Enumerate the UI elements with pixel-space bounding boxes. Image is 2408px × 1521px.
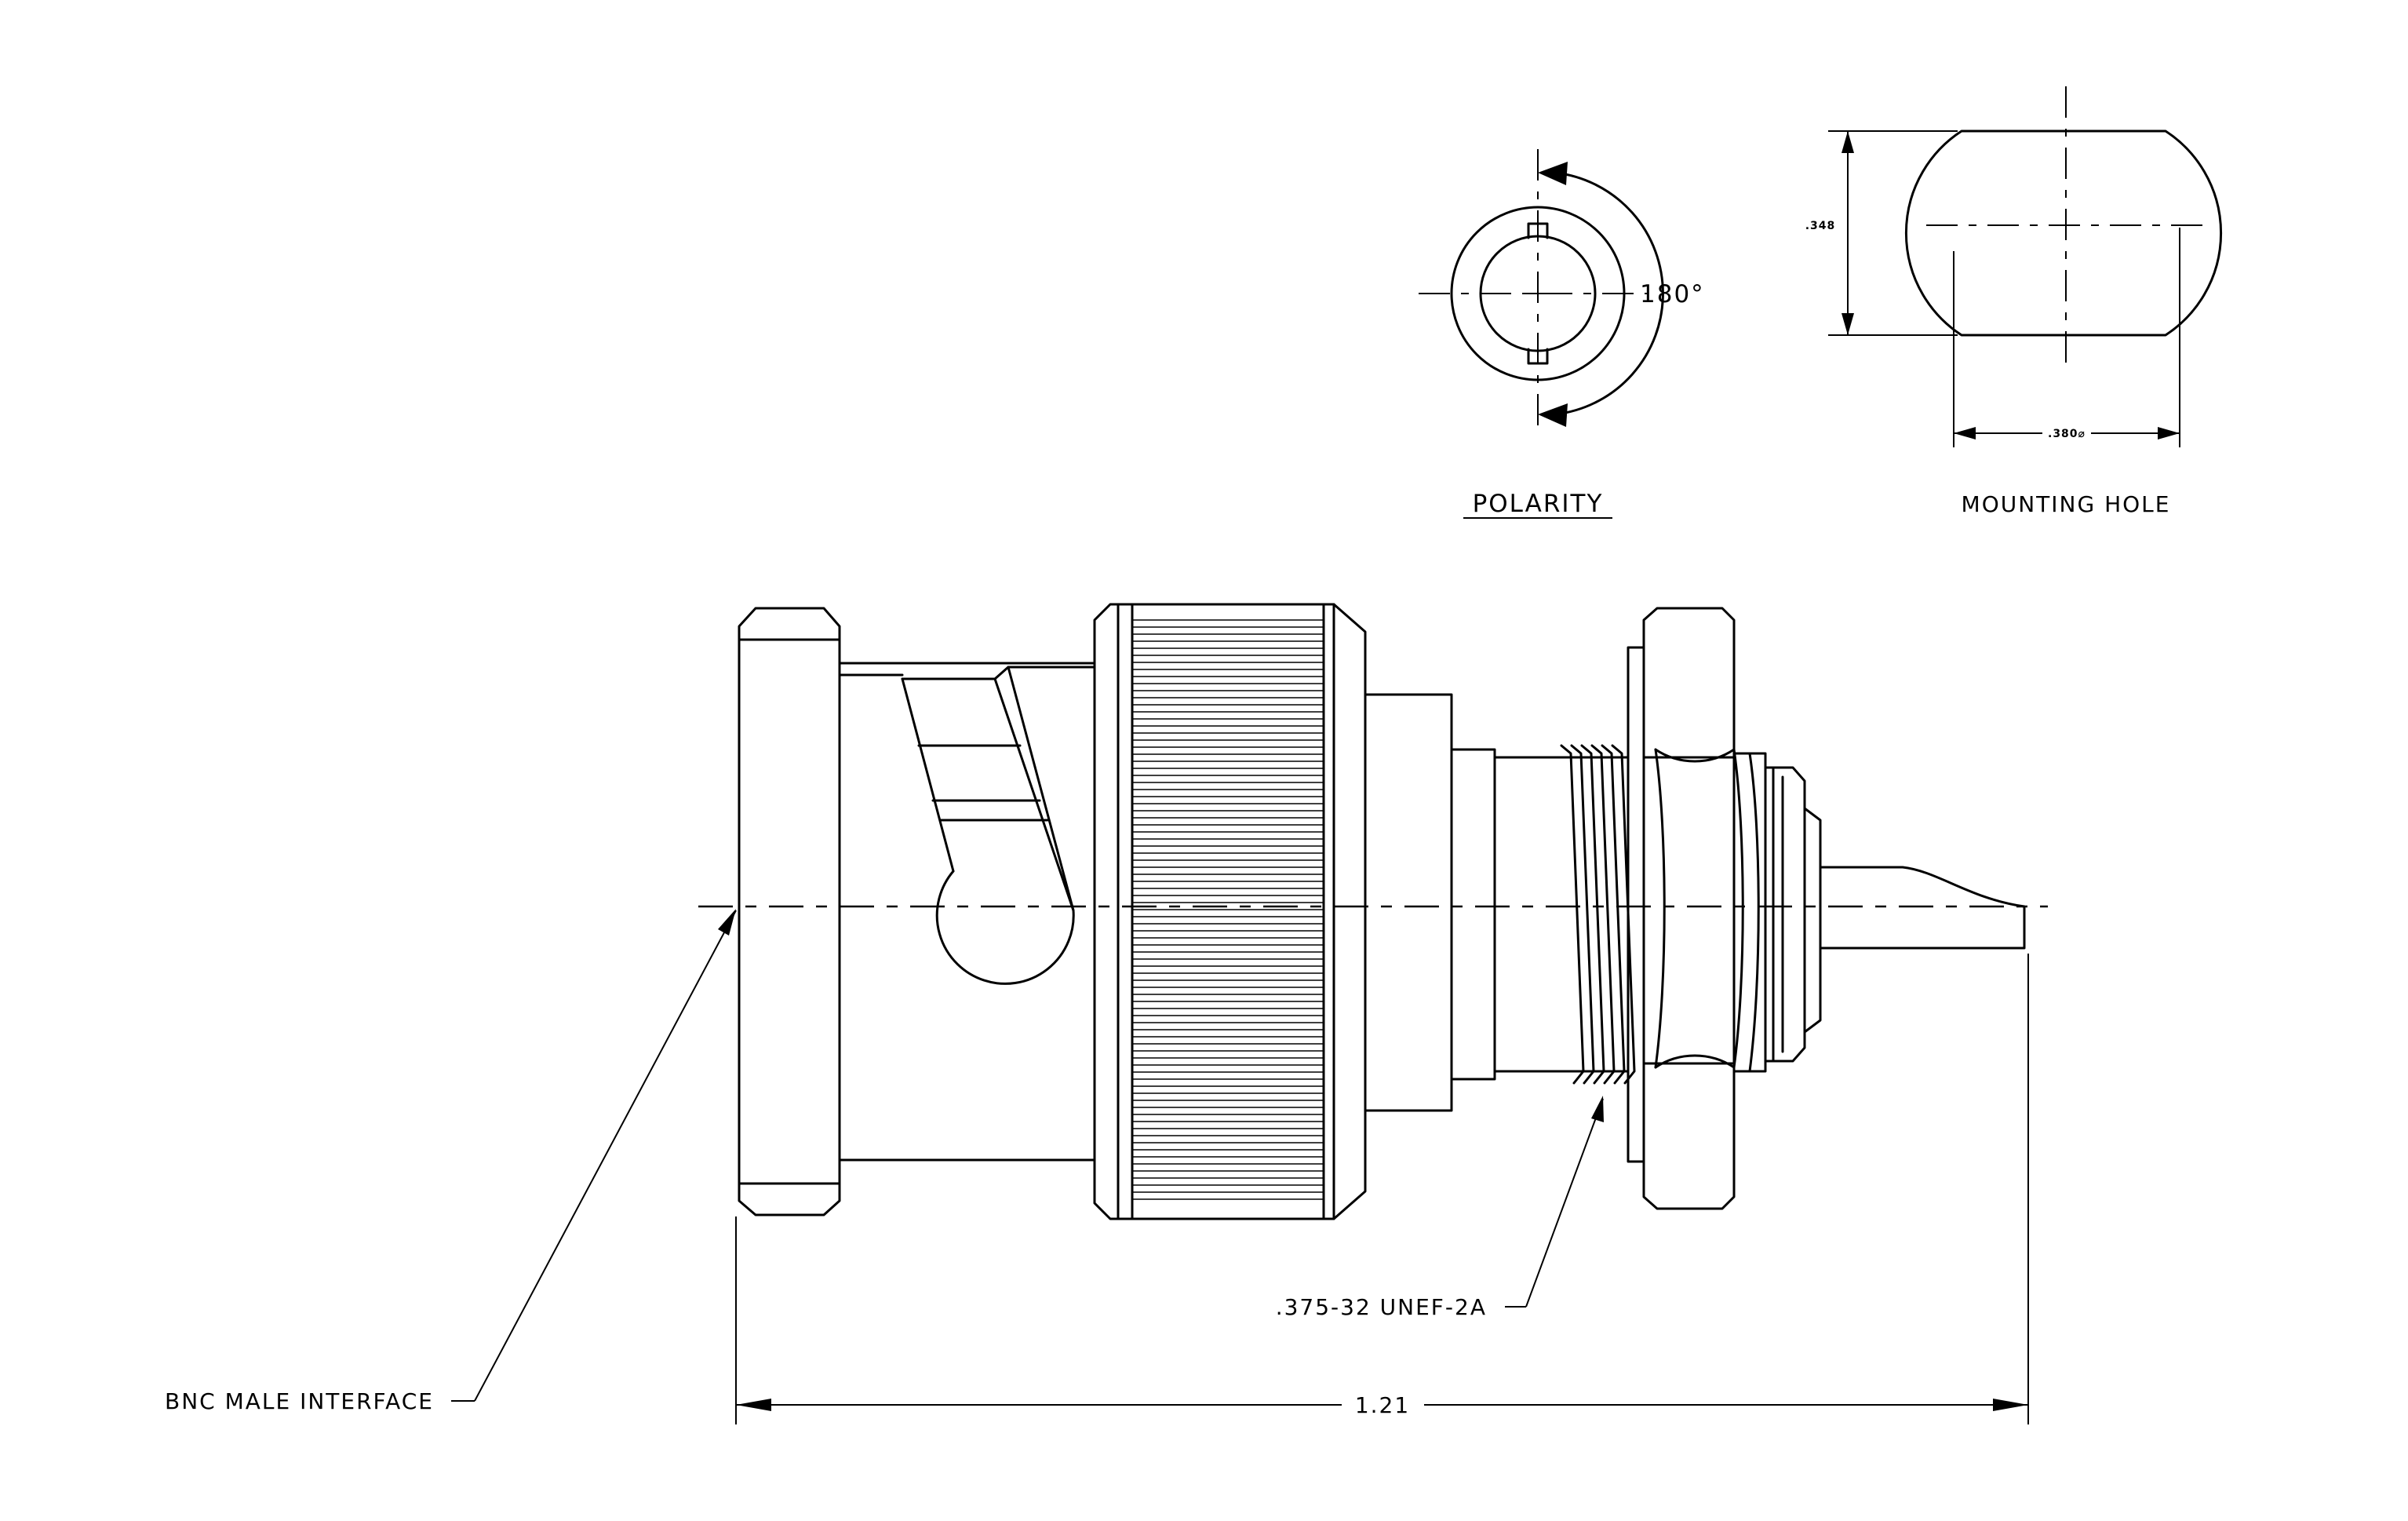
interface-flange xyxy=(738,607,841,1216)
polarity-view: 180° POLARITY xyxy=(1419,149,1705,519)
connector-side-view xyxy=(698,603,2048,1220)
thread-section xyxy=(1560,744,1636,1085)
coupling-nut xyxy=(1093,603,1367,1220)
knurl-pattern xyxy=(1132,619,1324,1200)
thread-spec-label: .375-32 UNEF-2A xyxy=(1276,1294,1487,1320)
lock-washer xyxy=(1627,646,1645,1163)
body-shoulder xyxy=(1364,693,1563,1112)
mounting-hole-view: .348 .380⌀ MOUNTING HOLE xyxy=(1805,86,2223,517)
overall-length-label: 1.21 xyxy=(1355,1392,1410,1418)
thread-callout: .375-32 UNEF-2A xyxy=(1276,1096,1604,1320)
polarity-angle-label: 180° xyxy=(1640,280,1705,308)
mounting-hole-width-label: .380⌀ xyxy=(2048,428,2086,440)
bayonet-body xyxy=(838,662,1096,1162)
polarity-title: POLARITY xyxy=(1473,490,1604,518)
rear-body xyxy=(1732,752,1822,1073)
hex-nut xyxy=(1642,607,1744,1210)
bnc-interface-label: BNC MALE INTERFACE xyxy=(165,1388,434,1414)
mounting-hole-height-label: .348 xyxy=(1805,220,1836,232)
interface-callout: BNC MALE INTERFACE xyxy=(165,909,737,1414)
mounting-hole-title: MOUNTING HOLE xyxy=(1962,491,2171,517)
contact-pin xyxy=(1819,866,2026,950)
overall-length-dimension: 1.21 xyxy=(735,954,2029,1424)
